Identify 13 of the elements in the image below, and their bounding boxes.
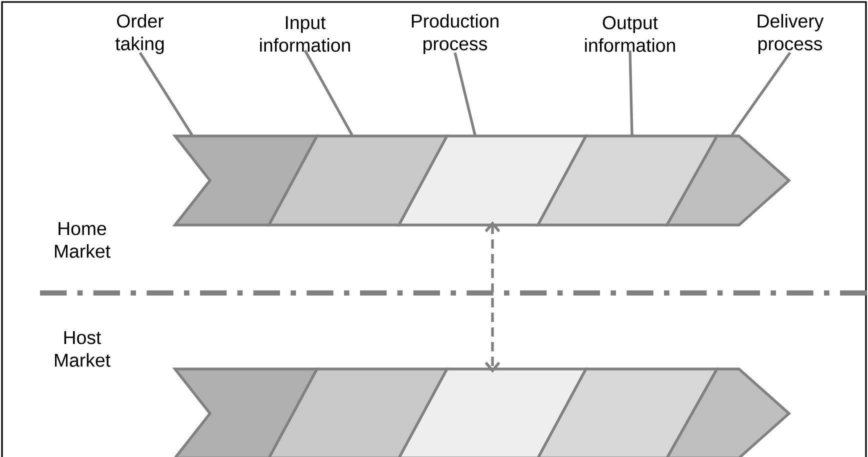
step-label: Order taking — [115, 14, 164, 54]
step-label: Delivery process — [758, 14, 824, 54]
leader-line — [304, 50, 354, 136]
dashed-arrow — [484, 221, 500, 373]
leader-line — [454, 52, 476, 136]
leader-line — [628, 50, 634, 136]
market-label: Host Market — [55, 331, 110, 367]
leader-line — [138, 52, 194, 136]
leader-line — [730, 52, 792, 136]
market-label: Home Market — [55, 222, 110, 258]
step-label: Production process — [412, 14, 498, 54]
step-label: Input information — [260, 16, 350, 52]
step-label: Output information — [585, 16, 675, 52]
